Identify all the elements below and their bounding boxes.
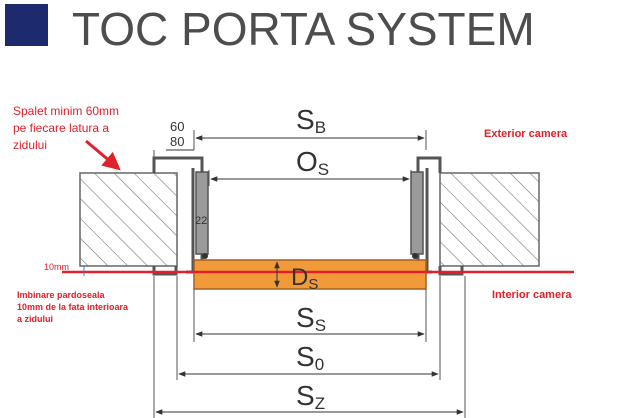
- dim-ds: DS: [291, 264, 318, 293]
- note-spalet-line-1: Spalet minim 60mm: [13, 104, 120, 118]
- note-exterior: Exterior camera: [484, 128, 568, 140]
- dim-profile-top: 60: [170, 119, 184, 134]
- note-spalet-line-2: pe fiecare latura a: [13, 121, 110, 135]
- note-spalet: Spalet minim 60mm pe fiecare latura a zi…: [13, 103, 119, 154]
- dim-os: OS: [296, 146, 329, 179]
- note-spalet-line-3: zidului: [13, 138, 48, 152]
- note-gap-10mm: 10mm: [44, 262, 70, 272]
- dim-s0: S0: [296, 341, 324, 374]
- right-jamb: [410, 171, 424, 255]
- left-wall: [79, 172, 178, 267]
- dim-gap-22: 22: [195, 215, 207, 227]
- right-wall: [439, 172, 540, 267]
- left-jamb: [195, 171, 209, 255]
- brand-square-icon: [5, 4, 48, 46]
- note-imbinare-line-3: a zidului: [17, 314, 53, 324]
- note-imbinare-line-2: 10mm de la fata interioara: [17, 302, 129, 312]
- note-interior: Interior camera: [492, 289, 572, 301]
- page-title: TOC PORTA SYSTEM: [72, 3, 535, 55]
- left-hinge-dot: [202, 253, 208, 259]
- note-imbinare-line-1: Imbinare pardoseala: [17, 290, 105, 300]
- right-hinge-dot: [412, 253, 418, 259]
- dim-profile-bottom: 80: [170, 134, 184, 149]
- dim-ss: SS: [296, 302, 326, 335]
- dimension-lines: [155, 135, 464, 415]
- dim-sz: SZ: [296, 380, 325, 413]
- note-imbinare: Imbinare pardoseala 10mm de la fata inte…: [17, 289, 128, 325]
- pointer-arrow: [85, 139, 121, 171]
- extension-lines: [153, 130, 466, 418]
- door-leaf: [193, 259, 427, 290]
- dim-sb: SB: [296, 104, 326, 137]
